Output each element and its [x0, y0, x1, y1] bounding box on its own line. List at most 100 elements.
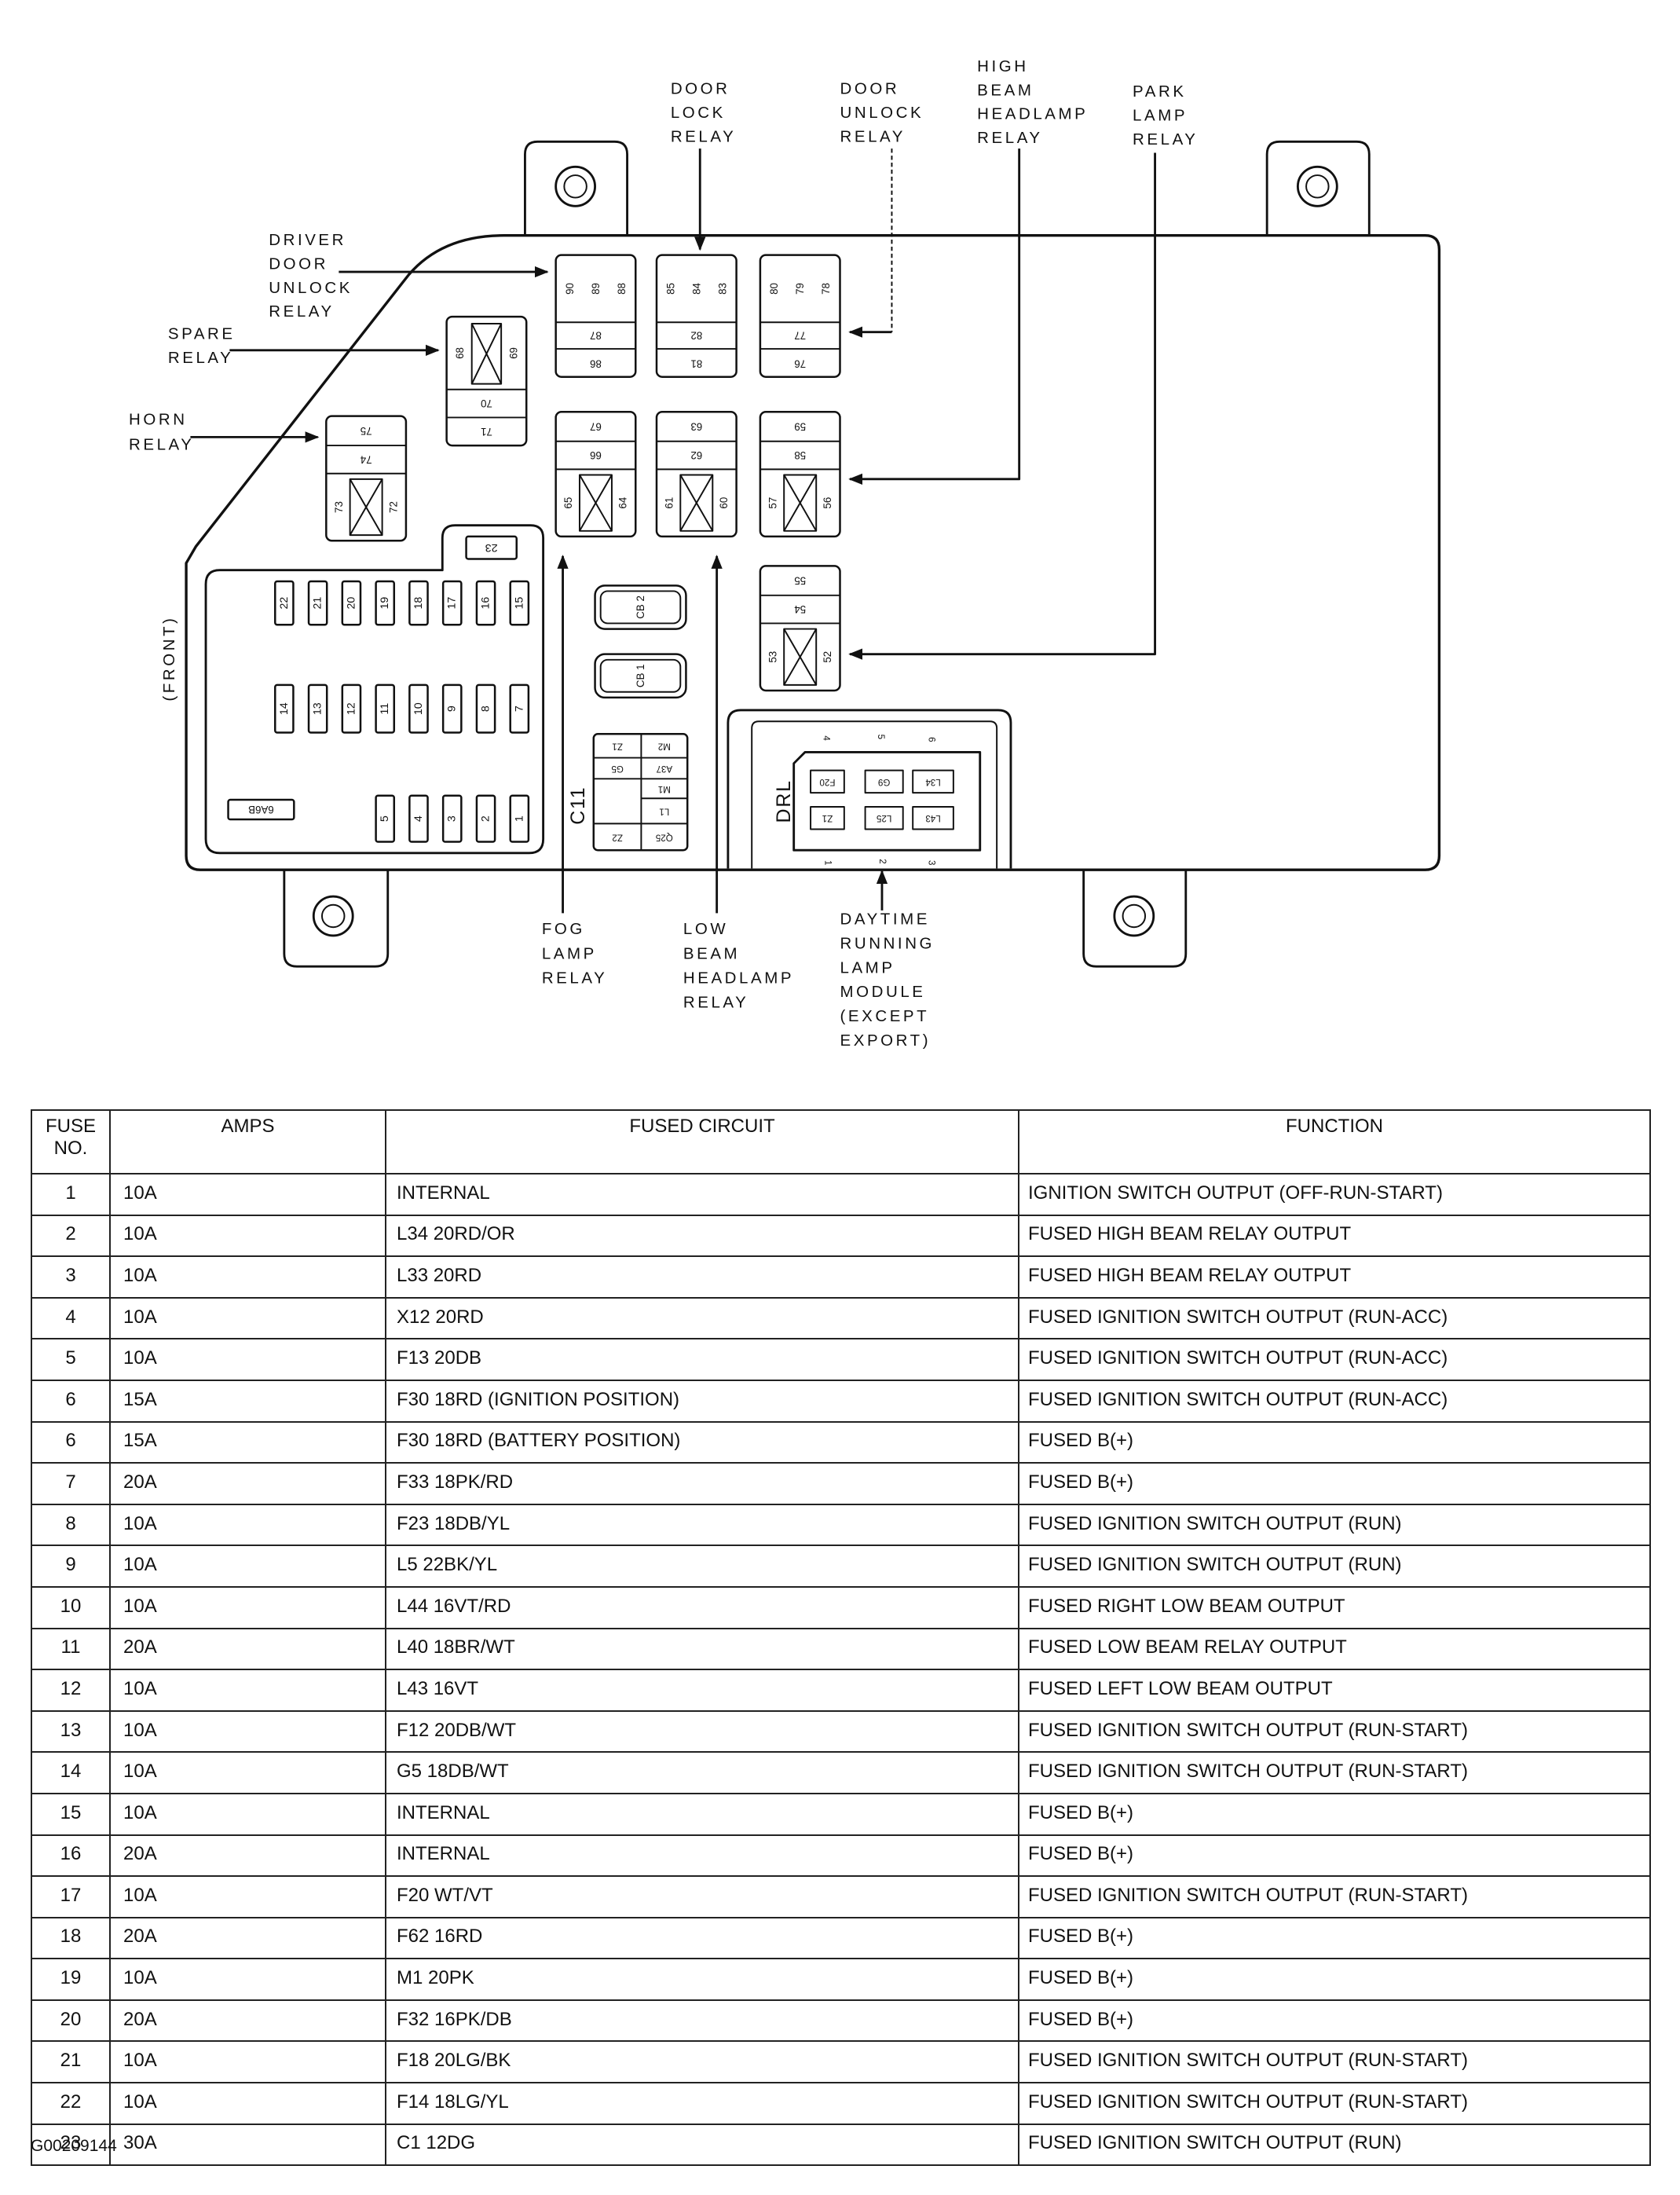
- relay-divider: [759, 440, 840, 471]
- function-cell: FUSED IGNITION SWITCH OUTPUT (RUN-ACC): [1018, 1296, 1651, 1340]
- drl-pin-number: 1: [822, 860, 832, 865]
- callout-line: RELAY: [671, 127, 736, 145]
- pin-label: 64: [617, 497, 629, 508]
- fuse-number: 1: [513, 815, 525, 822]
- front-label: (FRONT): [160, 615, 178, 701]
- fused-circuit-cell: INTERNAL: [385, 1792, 1019, 1836]
- amps-cell: 10A: [109, 1709, 386, 1753]
- drl-cavity: [912, 769, 954, 794]
- fused-circuit-cell: F14 18LG/YL: [385, 2082, 1019, 2125]
- function-cell: FUSED HIGH BEAM RELAY OUTPUT: [1018, 1255, 1651, 1299]
- pin-label: 66: [590, 449, 602, 461]
- c11-cavity-label: L1: [659, 806, 669, 815]
- header-fuse-no: FUSE NO.: [31, 1109, 111, 1174]
- relay-coil-cross-icon: [783, 628, 818, 686]
- drl-pin-number: 4: [822, 735, 831, 741]
- fuse-5: 5: [375, 794, 396, 843]
- fuse-number-cell: 6: [31, 1379, 111, 1423]
- pin-label: 86: [590, 357, 602, 369]
- pin-label: 62: [690, 449, 702, 461]
- header-fuse-no-label: FUSE NO.: [45, 1116, 96, 1159]
- fuse-number: 19: [379, 597, 391, 610]
- fuse-number-cell: 5: [31, 1338, 111, 1381]
- fuse-number: 9: [446, 705, 459, 712]
- fuse-number: 15: [513, 597, 525, 610]
- callout-line: RELAY: [269, 302, 334, 321]
- relay-divider: [656, 321, 737, 350]
- c11-cavity-label: G5: [611, 764, 623, 773]
- function-cell: FUSED IGNITION SWITCH OUTPUT (RUN): [1018, 2123, 1651, 2167]
- pin-label: 60: [718, 497, 730, 509]
- function-cell: FUSED HIGH BEAM RELAY OUTPUT: [1018, 1214, 1651, 1258]
- fuse-21: 21: [307, 580, 328, 626]
- fused-circuit-cell: F62 16RD: [385, 1916, 1019, 1960]
- callout-line: HORN: [129, 410, 188, 428]
- function-cell: FUSED B(+): [1018, 1462, 1651, 1505]
- c11-cavity-label: Q25: [656, 832, 673, 841]
- amps-cell: 10A: [109, 1792, 386, 1836]
- high-beam-headlamp-relay-arrow: [848, 148, 1021, 485]
- relay-body: [445, 315, 528, 447]
- c11-cavity-label: M1: [658, 784, 671, 793]
- relay-coil-box: [783, 474, 818, 532]
- amps-cell: 10A: [109, 1875, 386, 1918]
- callout-line: LAMP: [840, 958, 895, 977]
- drl-cavity-label: L34: [925, 777, 941, 786]
- fuse-number: 10: [412, 702, 425, 715]
- amps-cell: 30A: [109, 2123, 386, 2167]
- drl-pin-number: 5: [876, 735, 885, 739]
- amps-cell: 10A: [109, 1255, 386, 1299]
- relay-body: [759, 254, 841, 378]
- function-cell: FUSED IGNITION SWITCH OUTPUT (RUN-ACC): [1018, 1379, 1651, 1423]
- callout-line: RELAY: [840, 127, 906, 145]
- circuit-breaker-label: CB 1: [635, 664, 646, 687]
- block-tag: 6A6B: [227, 798, 295, 821]
- circuit-breaker-inner: [599, 658, 682, 693]
- callout-line: RELAY: [683, 994, 748, 1012]
- fuse-body: [341, 683, 362, 734]
- callout-line: DAYTIME: [840, 911, 930, 929]
- fused-circuit-cell: L44 16VT/RD: [385, 1585, 1019, 1629]
- circuit-breaker: CB 2: [594, 584, 687, 630]
- c11-cavity-label: Z1: [612, 741, 623, 750]
- pin-label: 59: [794, 421, 806, 433]
- relay-coil-cross-icon: [679, 475, 714, 532]
- callout-line: RELAY: [542, 969, 607, 988]
- fuse-2: 2: [475, 794, 496, 843]
- function-cell: FUSED B(+): [1018, 1834, 1651, 1878]
- amps-cell: 10A: [109, 1214, 386, 1258]
- function-cell: FUSED B(+): [1018, 1958, 1651, 2001]
- pin-label: 88: [616, 283, 628, 295]
- amps-cell: 20A: [109, 1999, 386, 2043]
- fuse-body: [509, 794, 530, 843]
- callout-line: HEADLAMP: [683, 969, 794, 988]
- fuse-number-cell: 7: [31, 1462, 111, 1505]
- mounting-tab: [1265, 140, 1371, 236]
- relay-divider: [326, 445, 406, 475]
- callout-line: HEADLAMP: [977, 105, 1088, 123]
- pin-label: 79: [794, 283, 806, 295]
- fuse-number: 11: [379, 703, 391, 715]
- pin-label: 54: [794, 603, 806, 615]
- circuit-breaker-inner: [599, 590, 682, 625]
- drl-cavity-label: L43: [925, 813, 940, 823]
- bolt-hole-inner: [563, 174, 587, 199]
- function-cell: FUSED RIGHT LOW BEAM OUTPUT: [1018, 1585, 1651, 1629]
- amps-cell: 10A: [109, 1958, 386, 2001]
